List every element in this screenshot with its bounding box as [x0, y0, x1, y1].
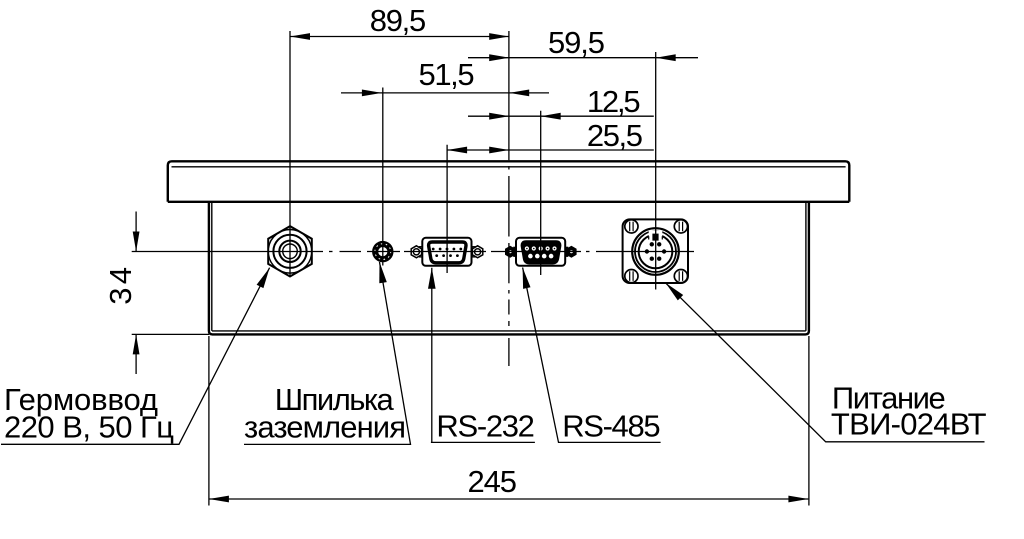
svg-text:Гермоввод: Гермоввод — [4, 382, 158, 417]
svg-text:245: 245 — [468, 464, 518, 499]
svg-text:ТВИ-024ВТ: ТВИ-024ВТ — [831, 407, 987, 442]
svg-text:89,5: 89,5 — [370, 3, 427, 38]
svg-text:RS-485: RS-485 — [562, 409, 660, 444]
svg-text:51,5: 51,5 — [419, 57, 475, 92]
svg-text:25,5: 25,5 — [587, 118, 643, 153]
svg-text:220 В, 50 Гц: 220 В, 50 Гц — [4, 410, 174, 445]
svg-text:RS-232: RS-232 — [436, 409, 535, 444]
svg-text:Шпилька: Шпилька — [275, 382, 395, 417]
svg-text:12,5: 12,5 — [587, 84, 641, 119]
svg-text:59,5: 59,5 — [548, 25, 605, 60]
svg-text:заземления: заземления — [244, 410, 406, 445]
svg-text:Питание: Питание — [832, 381, 946, 416]
